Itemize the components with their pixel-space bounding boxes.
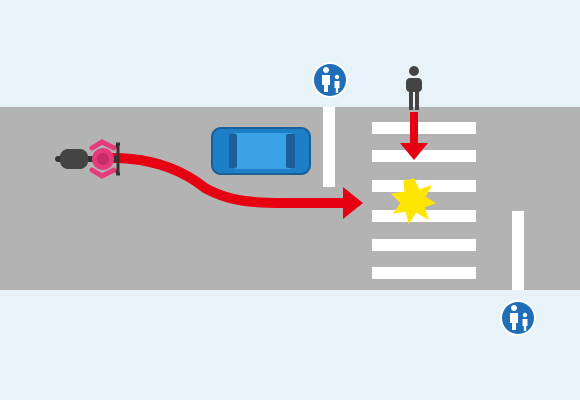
- stop-line-right: [512, 211, 524, 290]
- car-icon: [211, 127, 311, 175]
- crosswalk-stripe: [372, 122, 476, 134]
- stop-line-left: [323, 107, 335, 187]
- pedestrian-crossing-sign-icon: [312, 62, 348, 98]
- cyclist-path-arrow: [107, 153, 350, 208]
- cyclist-path-arrowhead: [343, 187, 363, 219]
- collision-icon: [390, 178, 437, 225]
- crosswalk-stripe: [372, 150, 476, 162]
- pedestrian-icon: [406, 66, 422, 110]
- pedestrian-crossing-sign-icon: [500, 300, 536, 336]
- crosswalk-stripe: [372, 180, 476, 192]
- crosswalk-stripe: [372, 267, 476, 279]
- pedestrian-path-arrow: [400, 112, 428, 160]
- motorcycle-icon: [55, 139, 120, 179]
- crosswalk-stripe: [372, 239, 476, 251]
